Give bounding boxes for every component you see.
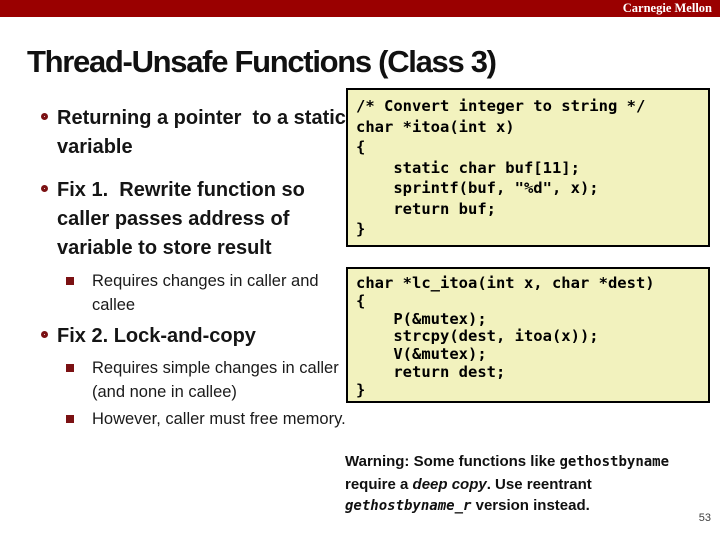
bullet-text: Fix 2. Lock-and-copy (57, 325, 256, 347)
bullet-circle-icon (41, 185, 48, 192)
sub-bullet-text: Requires simple changes in caller (and n… (92, 359, 344, 401)
page-title: Thread-Unsafe Functions (Class 3) (27, 44, 497, 79)
warning-code-name: gethostbyname (559, 454, 670, 470)
code-text: /* Convert integer to string */ char *it… (356, 97, 646, 238)
warning-text: Warning: Some functions like (345, 453, 560, 470)
warning-text: require a (345, 475, 413, 493)
list-item: Returning a pointer to a static variable (28, 104, 360, 162)
bullet-text: Fix 1. Rewrite function so caller passes… (57, 179, 311, 259)
brand-logo: Carnegie Mellon (622, 1, 712, 15)
warning-text: version instead. (471, 497, 590, 514)
bullet-circle-icon (41, 113, 48, 120)
list-item: Fix 2. Lock-and-copy (28, 322, 360, 351)
bullet-square-icon (66, 364, 74, 372)
sub-list-item: Requires simple changes in caller (and n… (28, 356, 360, 404)
warning-note: Warning: Some functions like gethostbyna… (345, 451, 719, 518)
bullet-square-icon (66, 277, 74, 285)
list-item: Fix 1. Rewrite function so caller passes… (28, 176, 360, 263)
bullet-square-icon (66, 415, 74, 423)
warning-code-name: gethostbyname_r (345, 498, 472, 514)
sub-bullet-text: Requires changes in caller and callee (92, 272, 324, 314)
code-block-itoa: /* Convert integer to string */ char *it… (346, 88, 710, 247)
bullet-text: Returning a pointer to a static variable (57, 107, 346, 158)
code-text: char *lc_itoa(int x, char *dest) { P(&mu… (356, 274, 655, 399)
warning-text: . Use reentrant (486, 475, 592, 493)
sub-bullet-text: However, caller must free memory. (92, 410, 346, 428)
bullet-circle-icon (41, 331, 48, 338)
warning-emphasis: deep copy (412, 475, 487, 493)
sub-list-item: Requires changes in caller and callee (28, 269, 360, 317)
header-bar: Carnegie Mellon (0, 0, 720, 17)
bullet-list: Returning a pointer to a static variable… (28, 104, 360, 431)
page-number: 53 (698, 512, 711, 524)
sub-list-item: However, caller must free memory. (28, 407, 360, 431)
code-block-lc-itoa: char *lc_itoa(int x, char *dest) { P(&mu… (346, 267, 710, 403)
